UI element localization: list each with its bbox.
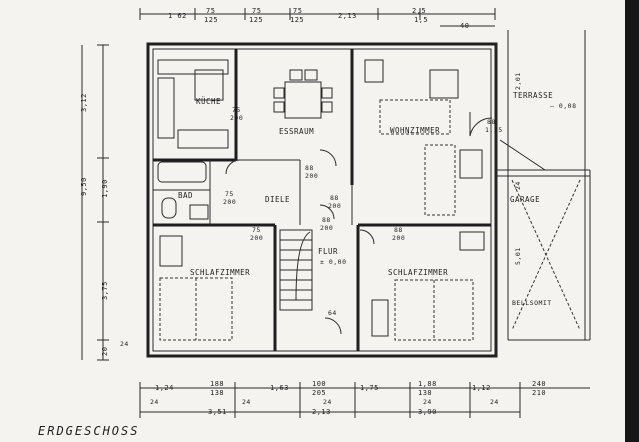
door-mark-diele-a1: 88	[305, 164, 314, 172]
kitchen-fixtures	[157, 59, 229, 149]
garage-side-dim-2: 24	[514, 181, 522, 190]
flur-level: ± 0,00	[320, 258, 346, 266]
bottom-dim-8: 1,88	[418, 380, 437, 388]
door-mark-diele-a2: 200	[305, 172, 318, 180]
door-mark-rightbed-a: 88	[394, 226, 403, 234]
room-label-essraum: ESSRAUM	[279, 127, 314, 136]
left-dim-5: 20	[101, 347, 109, 356]
top-dim-8: 2,13	[338, 12, 357, 20]
bottom-thick-5: 24	[490, 398, 499, 406]
room-label-schlafzimmer-left: SCHLAFZIMMER	[190, 268, 250, 277]
door-mark-diele-b2: 200	[328, 202, 341, 210]
garage-side-dim-1: 2,01	[514, 72, 522, 90]
door-mark-terrace-b: 1,25	[485, 126, 503, 134]
scan-border	[625, 0, 639, 442]
living-room-furniture	[364, 59, 493, 216]
drawing-title: ERDGESCHOSS	[38, 424, 140, 438]
bathroom-fixtures	[157, 161, 209, 220]
room-label-schlafzimmer-right: SCHLAFZIMMER	[388, 268, 448, 277]
top-dim-6: 75	[293, 7, 302, 15]
floor-plan: KÜCHE ESSRAUM WOHNZIMMER TERRASSE – 0,08…	[80, 7, 591, 418]
bottom-dim-9: 138	[418, 389, 432, 397]
left-dim-2: 9,50	[80, 177, 88, 196]
door-mark-leftbed-a: 75	[252, 226, 261, 234]
bottom-total-3: 3,90	[418, 408, 437, 416]
bottom-dim-5: 100	[312, 380, 326, 388]
terrasse-level: – 0,08	[550, 102, 576, 110]
bottom-dim-2: 188	[210, 380, 224, 388]
door-mark-flur-step: 64	[328, 309, 337, 317]
room-label-terrasse: TERRASSE	[513, 91, 553, 100]
bottom-thick-1: 24	[150, 398, 159, 406]
interior-walls	[153, 49, 491, 351]
bottom-thick-4: 24	[423, 398, 432, 406]
door-swings	[225, 149, 375, 335]
left-dimension-line	[81, 44, 109, 361]
bottom-dim-12: 210	[532, 389, 546, 397]
top-dim-11: 40	[460, 22, 469, 30]
bottom-dim-3: 138	[210, 389, 224, 397]
room-label-garage: GARAGE	[510, 195, 540, 204]
door-mark-rightbed-b: 200	[392, 234, 405, 242]
top-dim-2: 75	[206, 7, 215, 15]
top-dim-10: 1,5	[414, 16, 428, 24]
left-dim-4: 3,75	[101, 281, 109, 300]
bottom-thick-3: 24	[323, 398, 332, 406]
bottom-total-2: 2,13	[312, 408, 331, 416]
bottom-dim-10: 1,12	[472, 384, 491, 392]
right-bedroom-beds	[371, 231, 485, 341]
door-mark-terrace-a: 88	[487, 118, 496, 126]
door-mark-kueche-a: 75	[232, 106, 241, 114]
door-mark-bad-b: 200	[223, 198, 236, 206]
room-label-flur: FLUR	[318, 247, 338, 256]
dining-table	[273, 69, 333, 119]
top-dim-7: 125	[290, 16, 304, 24]
terrace-garage-outline	[495, 30, 591, 356]
top-dim-1: 1 62	[168, 12, 187, 20]
bottom-dim-6: 205	[312, 389, 326, 397]
bottom-dim-4: 1,63	[270, 384, 289, 392]
left-bedroom-beds	[159, 235, 233, 341]
room-label-diele: DIELE	[265, 195, 290, 204]
top-dim-5: 125	[249, 16, 263, 24]
door-mark-lower-left: 24	[120, 340, 129, 348]
room-label-bellsomit: BELLSOMIT	[512, 299, 552, 307]
top-dim-4: 75	[252, 7, 261, 15]
door-mark-diele-b1: 88	[330, 194, 339, 202]
top-dim-9: 2,5	[412, 7, 426, 15]
door-mark-leftbed-b: 200	[250, 234, 263, 242]
bottom-dim-7: 1,75	[360, 384, 379, 392]
top-dimension-line	[139, 8, 496, 27]
bottom-dim-1: 1,24	[155, 384, 174, 392]
left-dim-1: 3,12	[80, 93, 88, 112]
left-dim-3: 1,90	[101, 179, 109, 198]
room-label-kueche: KÜCHE	[196, 97, 221, 106]
bottom-total-1: 3,51	[208, 408, 227, 416]
room-label-bad: BAD	[178, 191, 193, 200]
door-mark-flur-a: 88	[322, 216, 331, 224]
room-label-wohnzimmer: WOHNZIMMER	[390, 126, 440, 135]
top-dim-3: 125	[204, 16, 218, 24]
door-mark-bad-a: 75	[225, 190, 234, 198]
staircase	[279, 229, 313, 311]
bottom-dim-11: 240	[532, 380, 546, 388]
door-mark-kueche-b: 200	[230, 114, 243, 122]
garage-side-dim-3: 5,01	[514, 247, 522, 265]
bottom-thick-2: 24	[242, 398, 251, 406]
bottom-dimension-lines	[139, 382, 590, 418]
door-mark-flur-b: 200	[320, 224, 333, 232]
